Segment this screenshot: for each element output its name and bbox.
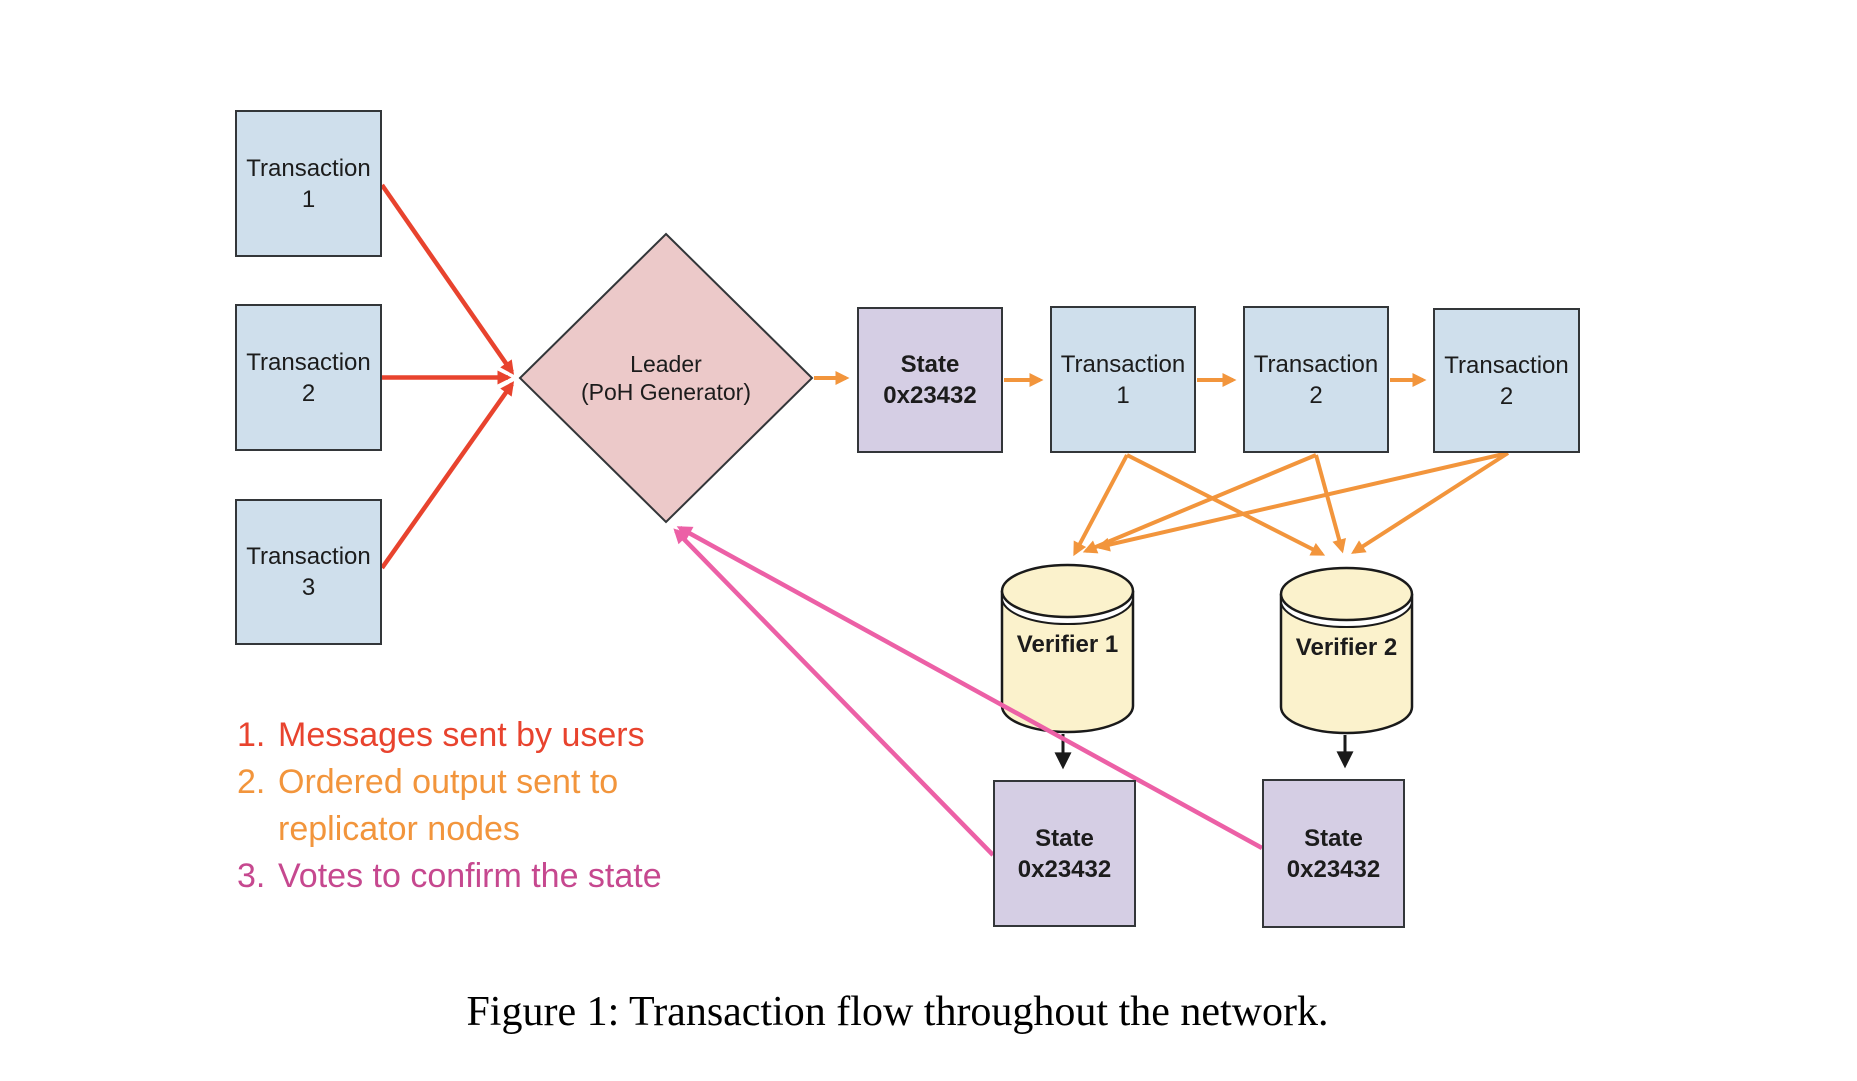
node-chain-transaction-1: Transaction 1 bbox=[1050, 306, 1196, 453]
node-state-verifier-1: State 0x23432 bbox=[993, 780, 1136, 927]
edge-chaintx3-verifier2 bbox=[1351, 451, 1510, 554]
verifier2-cylinder-top bbox=[1279, 566, 1414, 622]
figure-caption: Figure 1: Transaction flow throughout th… bbox=[466, 989, 1329, 1035]
edge-statev1-leader bbox=[673, 528, 995, 857]
edge-chaintx3-verifier1 bbox=[1095, 451, 1509, 552]
node-user-transaction-2: Transaction 2 bbox=[235, 304, 382, 451]
edge-chaintx1-verifier1 bbox=[1073, 454, 1129, 557]
edge-chaintx2-verifier1 bbox=[1082, 453, 1317, 554]
node-verifier-1-label: Verifier 1 bbox=[1016, 631, 1119, 658]
legend-text-3: Votes to confirm the state bbox=[278, 857, 662, 895]
legend-item-messages: 1. Messages sent by users bbox=[237, 712, 662, 759]
leader-diamond-shape bbox=[518, 232, 814, 524]
node-chain-transaction-3: Transaction 2 bbox=[1433, 308, 1580, 453]
legend-number-3: 3. bbox=[237, 857, 266, 895]
legend-text-2: Ordered output sent to replicator nodes bbox=[278, 763, 619, 848]
edge-chaintx2-verifier2 bbox=[1314, 454, 1346, 554]
legend: 1. Messages sent by users 2. Ordered out… bbox=[237, 712, 662, 900]
edge-statev2-leader bbox=[676, 526, 1264, 850]
edge-usertx1-leader bbox=[380, 183, 514, 375]
node-user-transaction-3: Transaction 3 bbox=[235, 499, 382, 645]
legend-number-1: 1. bbox=[237, 716, 266, 754]
legend-text-1: Messages sent by users bbox=[278, 716, 645, 754]
legend-number-2: 2. bbox=[237, 763, 266, 801]
node-state-chain: State 0x23432 bbox=[857, 307, 1003, 453]
legend-item-votes: 3. Votes to confirm the state bbox=[237, 853, 662, 900]
verifier1-cylinder-top bbox=[1000, 563, 1135, 619]
edge-chaintx1-verifier2 bbox=[1126, 453, 1326, 556]
node-verifier-2-label: Verifier 2 bbox=[1295, 634, 1398, 661]
edge-usertx3-leader bbox=[380, 381, 515, 570]
legend-item-ordered-output: 2. Ordered output sent to replicator nod… bbox=[237, 759, 662, 853]
node-chain-transaction-2: Transaction 2 bbox=[1243, 306, 1389, 453]
node-leader-label: Leader (PoH Generator) bbox=[580, 351, 751, 405]
node-state-verifier-2: State 0x23432 bbox=[1262, 779, 1405, 928]
node-user-transaction-1: Transaction 1 bbox=[235, 110, 382, 257]
